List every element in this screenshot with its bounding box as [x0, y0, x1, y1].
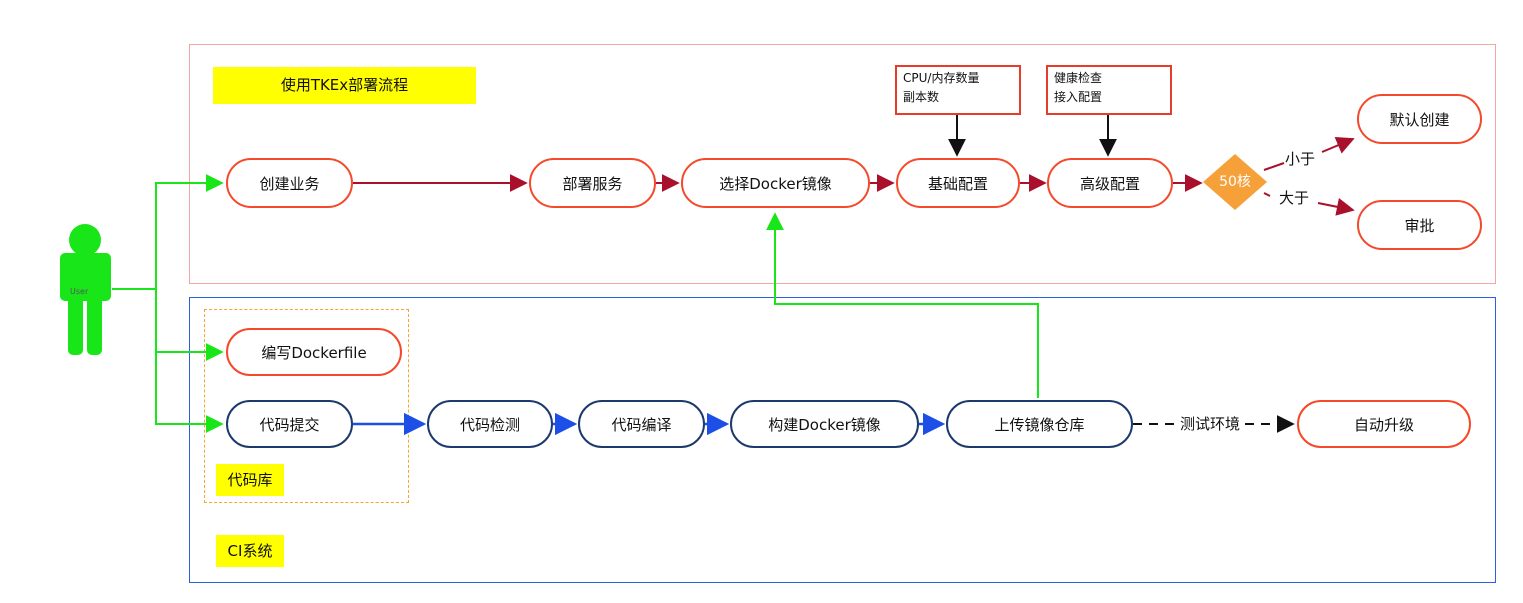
decision-diamond	[1203, 154, 1267, 210]
tkex-deploy-panel	[189, 44, 1496, 284]
label-test-env: 测试环境	[1176, 415, 1245, 433]
note-line: 健康检查	[1054, 71, 1103, 85]
node-build-docker-image: 构建Docker镜像	[730, 400, 919, 448]
tkex-title: 使用TKEx部署流程	[213, 67, 476, 104]
node-deploy-service: 部署服务	[529, 158, 656, 208]
edge-decision-default	[1263, 139, 1353, 171]
node-code-compile: 代码编译	[578, 400, 705, 448]
node-auto-upgrade: 自动升级	[1297, 400, 1471, 448]
note-line: 副本数	[903, 90, 940, 104]
node-code-check: 代码检测	[427, 400, 553, 448]
node-advanced-config: 高级配置	[1047, 158, 1173, 208]
user-label: User	[70, 287, 89, 296]
advanced-config-note: 健康检查 接入配置	[1046, 65, 1172, 115]
note-line: CPU/内存数量	[903, 71, 980, 85]
label-greater-than: 大于	[1279, 189, 1310, 207]
edge-upload-to-select	[766, 212, 1039, 398]
node-select-docker-image: 选择Docker镜像	[681, 158, 870, 208]
note-line: 接入配置	[1054, 90, 1103, 104]
ci-system-panel	[189, 297, 1496, 583]
edge-user-create	[112, 174, 224, 290]
user-actor-icon	[60, 224, 111, 355]
repo-title: 代码库	[216, 464, 284, 496]
decision-label: 50核	[1219, 174, 1251, 190]
node-approval: 审批	[1357, 200, 1482, 250]
edge-user-commit	[155, 352, 224, 433]
code-repo-group	[204, 309, 409, 503]
basic-config-note: CPU/内存数量 副本数	[895, 65, 1021, 115]
ci-title: CI系统	[216, 535, 284, 567]
node-create-business: 创建业务	[226, 158, 353, 208]
node-default-create: 默认创建	[1357, 94, 1482, 144]
node-write-dockerfile: 编写Dockerfile	[226, 328, 402, 376]
edge-user-dockerfile	[155, 289, 224, 361]
node-upload-image-repo: 上传镜像仓库	[946, 400, 1133, 448]
label-less-than: 小于	[1285, 150, 1316, 168]
edge-decision-approval	[1263, 193, 1353, 210]
node-code-commit: 代码提交	[226, 400, 353, 448]
node-basic-config: 基础配置	[896, 158, 1020, 208]
